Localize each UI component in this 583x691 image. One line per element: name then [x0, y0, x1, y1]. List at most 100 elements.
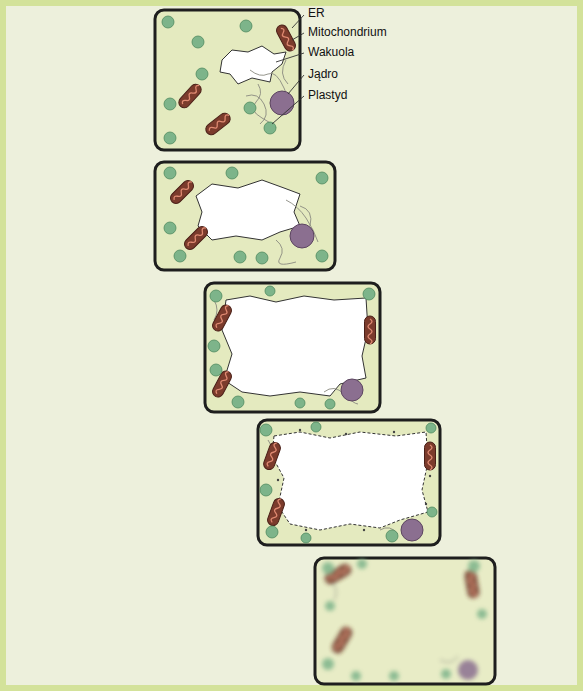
leader-lines-part — [272, 96, 304, 124]
cell-stage-2-part-part — [316, 250, 328, 262]
cell-stage-5-part-part-part — [389, 671, 399, 681]
cell-stage-3-part-part — [232, 396, 244, 408]
cell-stage-3-part-part — [208, 340, 220, 352]
cell-stage-5-part-part-part — [468, 560, 480, 572]
cell-stage-4-part-part — [260, 424, 272, 436]
cell-stage-5-part-part — [330, 625, 354, 655]
cell-stage-2-part — [182, 224, 210, 252]
cell-stage-2-part-part — [256, 252, 268, 264]
cell-stage-2-part-part — [316, 172, 328, 184]
cell-stage-4-part — [260, 422, 437, 543]
cell-stage-4 — [258, 420, 440, 545]
cell-stage-2-part — [276, 200, 318, 264]
cell-stage-2 — [155, 162, 335, 270]
cell-stage-4-part — [272, 432, 428, 530]
cell-stage-3-part-part — [363, 288, 375, 300]
cell-stage-1-part — [270, 91, 294, 115]
cell-stage-1-part-part — [240, 20, 252, 32]
cell-stage-3-part-part — [210, 290, 222, 302]
cell-stage-5-part-part-part — [477, 609, 487, 619]
cell-stage-2-part-part — [174, 250, 186, 262]
cell-stage-5-part-part-part — [322, 562, 334, 574]
cell-stage-3-part — [205, 283, 380, 412]
cell-stage-3-part — [208, 286, 375, 409]
cell-stage-4-part — [268, 440, 398, 534]
cell-stage-4-part-part — [425, 503, 427, 505]
cell-stage-4-part — [258, 420, 440, 545]
cell-stage-4-part-part — [429, 475, 431, 477]
cell-stage-3-part-part — [325, 399, 335, 409]
cell-stage-3-part — [211, 303, 234, 333]
cell-stage-4-part-part — [311, 422, 321, 432]
leader-lines-part — [292, 15, 304, 28]
cell-stage-1-part-part — [162, 16, 174, 28]
cell-stage-1-part — [220, 46, 286, 84]
cell-stage-2-part — [164, 167, 328, 264]
cell-stage-4-part-part — [426, 423, 436, 433]
leader-lines-part — [292, 33, 304, 40]
cell-stage-3-part-part — [210, 364, 222, 376]
cell-stage-4-part-part — [305, 529, 307, 531]
cell-stage-1-part — [162, 16, 276, 144]
cell-stage-4-part-part — [363, 529, 365, 531]
cell-stage-3 — [205, 283, 380, 412]
leader-lines-part — [276, 53, 304, 62]
cell-stage-1-part-part — [196, 68, 208, 80]
cell-stage-4-part-part — [301, 533, 311, 543]
cell-stage-4-part-part — [266, 526, 278, 538]
cell-stage-2-part — [196, 180, 300, 240]
cell-stage-4-part-part — [299, 429, 301, 431]
cell-stage-3-part — [365, 316, 376, 344]
cell-stage-4-part-part — [345, 433, 347, 435]
leader-lines-part — [288, 75, 304, 94]
cell-stage-2-part-part — [226, 167, 238, 179]
cell-stage-1-part-part — [192, 36, 204, 48]
part-label: ER — [306, 6, 327, 20]
cell-stage-5-part-part-part — [357, 559, 367, 569]
cell-stage-5-part-part-part — [322, 658, 334, 670]
cell-stage-2-part-part — [234, 251, 246, 263]
cell-stage-5-part-part — [458, 660, 478, 680]
cell-stage-4-part-part — [393, 431, 395, 433]
cell-stage-1-part-part — [244, 102, 256, 114]
cell-stage-4-part-part — [260, 484, 272, 496]
cell-stage-1-part — [177, 82, 204, 110]
cell-stage-4-part — [401, 519, 423, 541]
cell-stage-4-part — [266, 497, 286, 527]
cell-stage-1-part-part — [282, 60, 288, 84]
cell-stage-1-part — [204, 111, 233, 137]
cell-stage-4-part — [277, 429, 431, 531]
cell-stage-5-part-part-part — [440, 656, 458, 662]
cell-stage-4-part-part — [427, 507, 437, 517]
cell-stage-5-part-part — [464, 569, 480, 598]
cell-stage-1-part-part — [164, 132, 176, 144]
cell-stage-2-part-part — [164, 167, 176, 179]
cell-stage-4-part — [262, 441, 282, 471]
cell-stage-2-part — [290, 224, 314, 248]
cell-stage-1-part — [155, 10, 300, 150]
cell-stage-2-part — [155, 162, 335, 270]
cell-stage-5-part-part — [322, 559, 487, 681]
cell-stage-2-part-part — [300, 206, 311, 226]
page-ground — [6, 6, 577, 685]
cell-stage-1 — [155, 10, 300, 150]
cell-stage-4-part-part — [386, 530, 398, 542]
part-label: Wakuola — [306, 45, 356, 59]
cell-stage-1-part-part — [164, 98, 176, 110]
leader-lines — [272, 15, 304, 124]
part-label: Plastyd — [306, 88, 349, 102]
cell-stage-4-part — [425, 442, 436, 470]
part-label: Jądro — [306, 67, 340, 81]
cell-stage-3-part-part — [295, 398, 305, 408]
cell-stage-5-part — [322, 559, 487, 681]
cell-stage-1-part — [275, 23, 298, 53]
cell-stage-3-part — [214, 300, 358, 404]
cell-stage-3-part — [341, 379, 363, 401]
cell-stage-2-part-part — [164, 222, 176, 234]
cell-stage-4-part-part — [277, 479, 279, 481]
part-label: Mitochondrium — [306, 25, 389, 39]
cell-stage-2-part — [168, 178, 196, 206]
cell-stage-5-part-part — [330, 580, 458, 662]
cell-stage-5-part — [315, 558, 495, 684]
cell-stage-3-part-part — [265, 286, 275, 296]
